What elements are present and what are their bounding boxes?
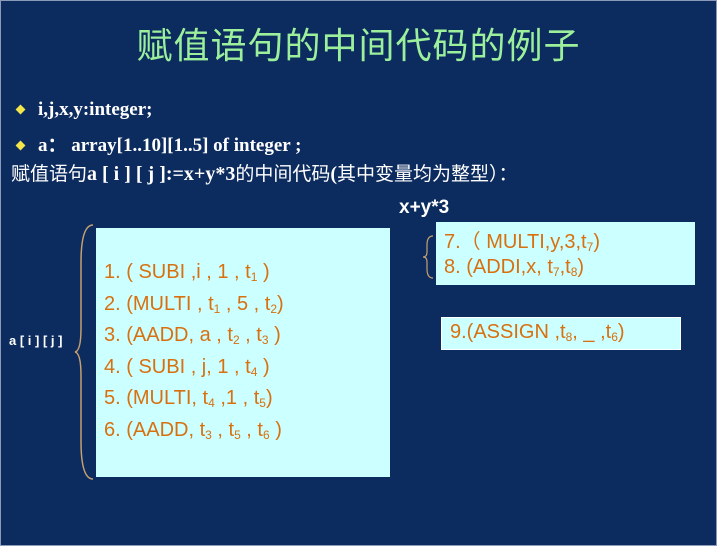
code-text: 2. (MULTI , t — [104, 292, 214, 315]
code-text: 4. ( SUBI , j, 1 , t — [104, 355, 251, 378]
code-subscript: 7 — [552, 265, 560, 279]
intro-prefix: 赋值语句 — [11, 163, 88, 185]
address-code-box: 1. ( SUBI ,i , 1 , t1 )2. (MULTI , t1 , … — [96, 228, 390, 477]
code-subscript: 1 — [250, 270, 258, 284]
left-brace-icon — [74, 224, 94, 480]
code-text: , t — [239, 324, 262, 346]
code-text: , t — [240, 418, 263, 441]
bullet-text: i,j,x,y:integer; — [38, 99, 153, 120]
code-text: ) — [268, 324, 281, 346]
code-line-3: 3. (AADD, a , t2 , t3 ) — [104, 324, 281, 347]
code-subscript: 5 — [234, 427, 241, 442]
code-text: ) — [577, 256, 585, 278]
code-line-2: 2. (MULTI , t1 , 5 , t2) — [104, 293, 284, 316]
code-text: , 5 , t — [220, 292, 271, 315]
expr-code-line-2: 8. (ADDI,x, t7,t8) — [444, 256, 584, 279]
code-line-1: 1. ( SUBI ,i , 1 , t1 ) — [104, 261, 270, 284]
code-text: 1. ( SUBI ,i , 1 , t — [104, 261, 251, 283]
code-line-4: 4. ( SUBI , j, 1 , t4 ) — [104, 356, 270, 379]
code-subscript: 7 — [586, 240, 594, 254]
code-text: ) — [265, 387, 273, 409]
code-subscript: 6 — [611, 330, 618, 344]
code-line-6: 6. (AADD, t3 , t5 , t6 ) — [104, 419, 282, 442]
small-brace-icon — [422, 235, 434, 279]
code-text: ) — [593, 231, 600, 253]
code-text: 5. (MULTI, t — [104, 387, 209, 409]
code-subscript: 8 — [565, 330, 573, 344]
assign-code-box: 9.(ASSIGN ,t8, _ ,t6) — [441, 317, 681, 350]
code-text: 3. (AADD, a , t — [104, 324, 233, 346]
slide-title: 赋值语句的中间代码的例子 — [136, 26, 581, 67]
code-text: ,1 , t — [214, 387, 260, 409]
array-ref-label: a [ i ] [ j ] — [9, 333, 63, 348]
intro-statement: a [ i ] [ j ]:=x+y*3 — [87, 163, 236, 185]
code-text: ) — [277, 292, 284, 315]
code-subscript: 2 — [232, 333, 240, 347]
code-subscript: 6 — [262, 427, 270, 442]
code-subscript: 3 — [261, 333, 269, 347]
code-text: ) — [617, 321, 625, 343]
assign-code-line-1: 9.(ASSIGN ,t8, _ ,t6) — [450, 321, 625, 344]
intro-mid: 的中间代码 — [235, 163, 331, 185]
expression-code-box: 7.（ MULTI,y,3,t7)8. (ADDI,x, t7,t8) — [436, 222, 695, 285]
code-text: , t — [211, 418, 235, 441]
code-text: ,t — [559, 256, 571, 278]
intro-line: 赋值语句a [ i ] [ j ]:=x+y*3的中间代码(其中变量均为整型）： — [11, 159, 518, 186]
code-text: , _ ,t — [572, 321, 612, 343]
code-subscript: 3 — [205, 427, 212, 442]
expr-code-line-1: 7.（ MULTI,y,3,t7) — [444, 225, 600, 254]
intro-paren: ( — [330, 163, 338, 185]
code-subscript: 4 — [250, 364, 258, 379]
code-subscript: 1 — [213, 301, 221, 316]
bullet-declaration-vars: i,j,x,y:integer; — [13, 99, 152, 121]
code-text: 6. (AADD, t — [104, 418, 206, 441]
expression-label: x+y*3 — [399, 197, 450, 218]
code-text: 8. (ADDI,x, t — [444, 256, 553, 278]
diamond-bullet-icon — [15, 140, 26, 151]
code-line-5: 5. (MULTI, t4 ,1 , t5) — [104, 387, 273, 410]
code-subscript: 5 — [259, 396, 266, 410]
diamond-bullet-icon — [15, 104, 26, 115]
code-text: ) — [257, 355, 270, 378]
code-subscript: 4 — [208, 396, 215, 410]
bullet-text: a： array[1..10][1..5] of integer ; — [38, 135, 302, 156]
code-subscript: 2 — [270, 301, 278, 316]
code-text: 9.(ASSIGN ,t — [450, 321, 566, 343]
intro-note: 其中变量均为整型）： — [337, 163, 518, 185]
code-text: ) — [269, 418, 282, 441]
code-text: ) — [257, 261, 270, 283]
code-subscript: 8 — [570, 265, 578, 279]
bullet-declaration-array: a： array[1..10][1..5] of integer ; — [13, 130, 301, 157]
code-text: 7.（ MULTI,y,3,t — [444, 231, 587, 253]
